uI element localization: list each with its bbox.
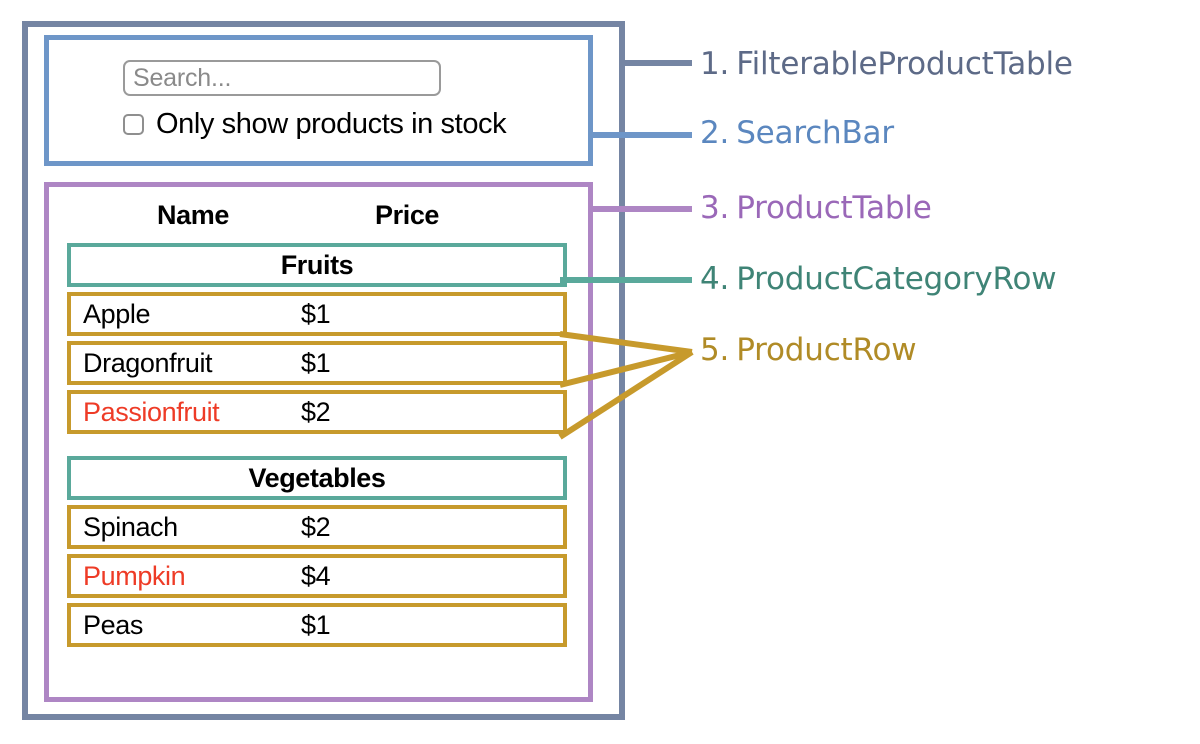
product-name: Passionfruit bbox=[83, 396, 220, 427]
product-price: $2 bbox=[301, 511, 331, 542]
legend-number: 2. bbox=[700, 115, 730, 151]
product-table-frame: Name Price Fruits Apple $1 Dragonfruit $… bbox=[44, 182, 593, 702]
table-header: Name Price bbox=[49, 195, 588, 235]
filterable-product-table-frame: Search... Only show products in stock Na… bbox=[22, 21, 625, 720]
product-price: $1 bbox=[301, 609, 331, 640]
in-stock-filter-row[interactable]: Only show products in stock bbox=[123, 108, 507, 141]
product-row[interactable]: Spinach $2 bbox=[67, 505, 567, 549]
legend-label-text: SearchBar bbox=[736, 115, 894, 151]
legend-item-product-category-row: 4.ProductCategoryRow bbox=[700, 261, 1057, 297]
legend-number: 3. bbox=[700, 190, 730, 226]
legend-item-filterable-product-table: 1.FilterableProductTable bbox=[700, 46, 1073, 82]
column-header-price: Price bbox=[375, 199, 440, 230]
product-category-row: Fruits bbox=[67, 243, 567, 287]
product-price: $1 bbox=[301, 298, 331, 329]
table-body: Fruits Apple $1 Dragonfruit $1 Passionfr… bbox=[67, 243, 567, 652]
product-price: $1 bbox=[301, 347, 331, 378]
legend-label-text: ProductRow bbox=[736, 332, 917, 368]
legend-label-text: ProductTable bbox=[736, 190, 932, 226]
legend-label-text: ProductCategoryRow bbox=[736, 261, 1057, 297]
product-price: $2 bbox=[301, 396, 331, 427]
product-name: Peas bbox=[83, 609, 143, 640]
product-name: Apple bbox=[83, 298, 151, 329]
product-name: Pumpkin bbox=[83, 560, 186, 591]
product-category-row: Vegetables bbox=[67, 456, 567, 500]
search-input[interactable]: Search... bbox=[123, 60, 441, 96]
product-price: $4 bbox=[301, 560, 331, 591]
product-row[interactable]: Pumpkin $4 bbox=[67, 554, 567, 598]
legend-item-product-table: 3.ProductTable bbox=[700, 190, 932, 226]
checkbox-icon[interactable] bbox=[123, 114, 144, 135]
product-row[interactable]: Dragonfruit $1 bbox=[67, 341, 567, 385]
legend-number: 5. bbox=[700, 332, 730, 368]
product-row[interactable]: Apple $1 bbox=[67, 292, 567, 336]
legend-number: 1. bbox=[700, 46, 730, 82]
in-stock-filter-label: Only show products in stock bbox=[156, 108, 507, 140]
column-header-name: Name bbox=[157, 199, 229, 230]
legend-item-product-row: 5.ProductRow bbox=[700, 332, 917, 368]
search-bar-frame: Search... Only show products in stock bbox=[44, 35, 593, 166]
legend-item-search-bar: 2.SearchBar bbox=[700, 115, 894, 151]
product-name: Spinach bbox=[83, 511, 178, 542]
legend-number: 4. bbox=[700, 261, 730, 297]
product-name: Dragonfruit bbox=[83, 347, 213, 378]
product-row[interactable]: Peas $1 bbox=[67, 603, 567, 647]
product-row[interactable]: Passionfruit $2 bbox=[67, 390, 567, 434]
legend-label-text: FilterableProductTable bbox=[736, 46, 1073, 82]
